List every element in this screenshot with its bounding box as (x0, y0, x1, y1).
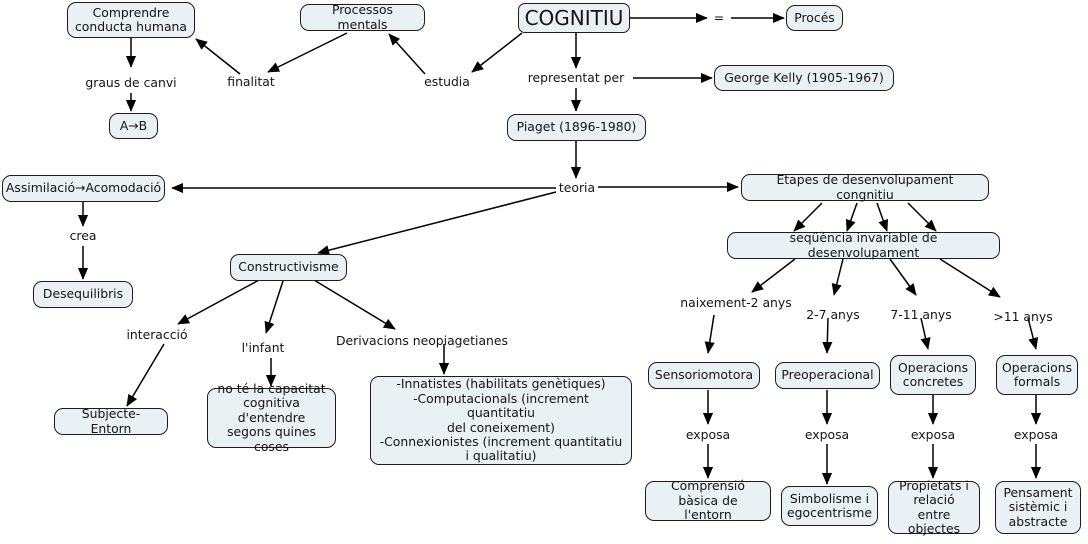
edge-label-linfant: l'infant (241, 340, 285, 355)
edge-label-crea: crea (69, 228, 97, 243)
node-george-kelly[interactable]: George Kelly (1905-1967) (714, 65, 894, 91)
edge-finalitat-comprendre (195, 38, 241, 75)
edge-label-interaccio: interacció (126, 327, 188, 342)
node-comprensio-basica-entorn[interactable]: Comprensió bàsica de l'entorn (645, 479, 771, 522)
edge-cognitiu-estudia (471, 32, 523, 73)
edge-sequencia-11 (939, 258, 1001, 298)
edge-processos-finalitat (267, 32, 348, 73)
edge-label-exposa-3: exposa (910, 427, 956, 442)
node-subjecte-entorn[interactable]: Subjecte-Entorn (54, 406, 168, 435)
edge-label-equals: = (713, 10, 725, 25)
edge-etapes-sequencia-4 (907, 202, 937, 232)
edge-label-graus-de-canvi: graus de canvi (85, 75, 177, 90)
edge-label-2-7-anys: 2-7 anys (806, 307, 860, 322)
edge-sequencia-7-11 (889, 258, 917, 296)
node-a-to-b[interactable]: A→B (109, 113, 158, 139)
edge-etapes-sequencia-3 (876, 202, 889, 232)
edge-7-11-concretes (920, 317, 931, 350)
edge-label-naixement-2-anys: naixement-2 anys (680, 295, 792, 310)
edge-etapes-sequencia-1 (793, 202, 823, 232)
edge-label-representat-per: representat per (527, 70, 625, 85)
node-sequencia-invariable[interactable]: seqüència invariable de desenvolupament (727, 230, 1000, 259)
node-simbolisme-egocentrisme[interactable]: Simbolisme i egocentrisme (781, 486, 878, 526)
edge-label-mes-11-anys: >11 anys (993, 309, 1053, 324)
node-preoperacional[interactable]: Preoperacional (775, 362, 880, 389)
edge-teoria-constructivisme (317, 191, 557, 256)
edge-label-7-11-anys: 7-11 anys (890, 307, 952, 322)
node-operacions-formals[interactable]: Operacions formals (996, 355, 1078, 395)
edge-label-teoria: teoria (558, 180, 596, 195)
node-pensament-sistemic[interactable]: Pensament sistèmic i abstracte (995, 481, 1081, 534)
node-desequilibris[interactable]: Desequilibris (33, 281, 133, 308)
edge-label-exposa-2: exposa (804, 427, 850, 442)
edge-2-7-preoperacional (822, 317, 833, 354)
edge-sequencia-2-7 (831, 258, 844, 296)
edge-estudia-processos (388, 33, 426, 75)
node-no-te-capacitat[interactable]: no té la capacitat cognitiva d'entendre … (207, 381, 336, 453)
node-cognitiu[interactable]: COGNITIU (518, 3, 630, 33)
node-etapes-desenvolupament[interactable]: Etapes de desenvolupament congnitiu (741, 172, 989, 201)
edge-label-exposa-1: exposa (685, 427, 731, 442)
edge-constructivisme-linfant (264, 280, 284, 334)
node-piaget[interactable]: Piaget (1896-1980) (507, 114, 646, 141)
edge-label-finalitat: finalitat (227, 74, 275, 89)
node-constructivisme[interactable]: Constructivisme (230, 254, 347, 281)
edge-naixement-sensoriomotora (704, 314, 715, 354)
edge-constructivisme-derivacions (313, 279, 396, 330)
edge-interaccio-subjecte (126, 343, 165, 407)
node-propietats-objectes[interactable]: Propietats i relació entre objectes (888, 478, 980, 536)
edge-sequencia-naixement (751, 258, 796, 293)
node-processos-mentals[interactable]: Processos mentals (300, 2, 425, 31)
edge-label-derivacions-neopiagetianes: Derivacions neopiagetianes (336, 333, 508, 348)
edge-etapes-sequencia-2 (845, 202, 858, 232)
node-assimilacio-acomodacio[interactable]: Assimilació→Acomodació (2, 175, 165, 202)
node-derivacions-detall[interactable]: -Innatistes (habilitats genètiques) -Com… (370, 376, 632, 465)
edge-label-estudia: estudia (424, 74, 470, 89)
node-comprendre-conducta-humana[interactable]: Comprendre conducta humana (67, 2, 195, 38)
edge-label-exposa-4: exposa (1013, 427, 1059, 442)
node-sensoriomotora[interactable]: Sensoriomotora (648, 362, 760, 389)
edge-constructivisme-interaccio (177, 279, 260, 325)
node-proces[interactable]: Procés (786, 5, 843, 31)
node-operacions-concretes[interactable]: Operacions concretes (890, 355, 976, 395)
